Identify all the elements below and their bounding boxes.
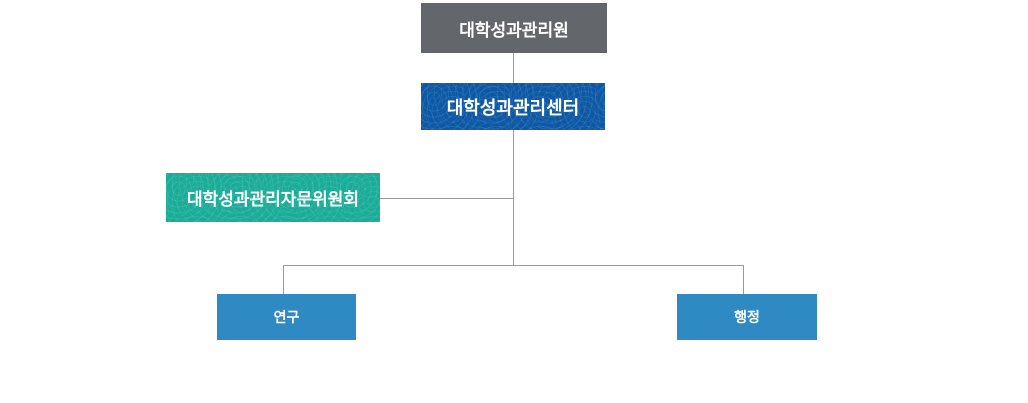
connector-children-crossbar [283,265,744,266]
node-center-label: 대학성과관리센터 [446,97,580,118]
node-committee-label: 대학성과관리자문위원회 [186,190,360,209]
connector-institute-center [513,53,514,83]
connector-admin-drop [743,265,744,294]
connector-committee-branch [380,198,514,199]
node-admin: 행정 [677,294,817,340]
node-institute-label: 대학성과관리원 [459,20,569,40]
node-research: 연구 [217,294,356,340]
node-institute: 대학성과관리원 [421,3,607,53]
node-research-label: 연구 [273,309,300,325]
connector-research-drop [283,265,284,294]
node-admin-label: 행정 [734,309,760,325]
node-center: 대학성과관리센터 [421,83,605,130]
node-committee: 대학성과관리자문위원회 [166,173,380,222]
